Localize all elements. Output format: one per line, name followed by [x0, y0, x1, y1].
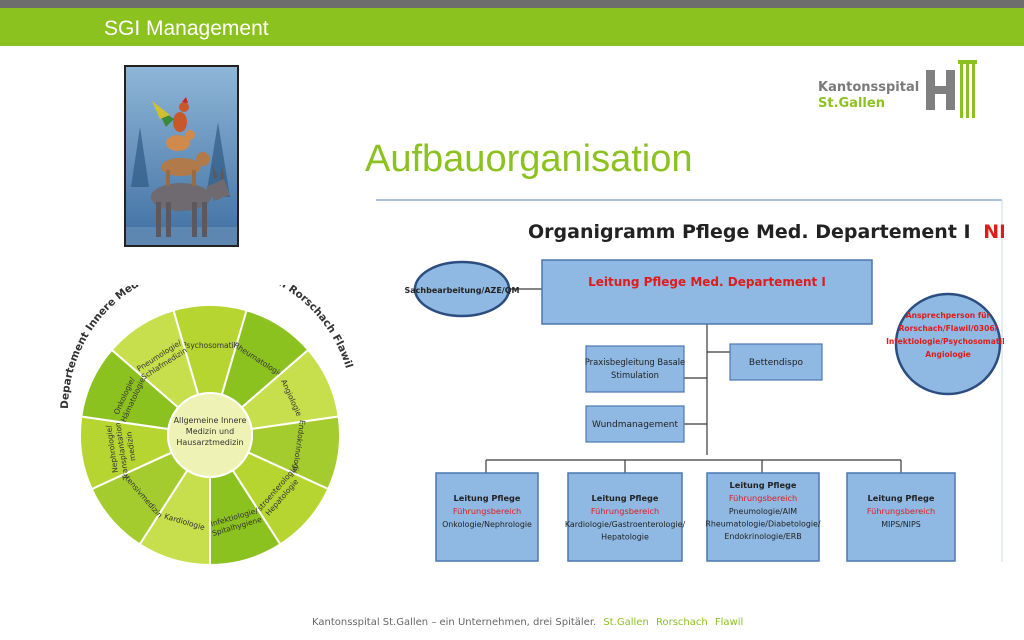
org-top-box: [541, 259, 873, 325]
logo-line-2: St.Gallen: [818, 96, 885, 111]
org-right-oval-label: Rorschach/Flawil/0306/: [899, 324, 998, 333]
org-leader-sub: Führungsbereich: [729, 493, 797, 503]
wheel-center: [167, 392, 253, 478]
org-betten-label: Bettendispo: [749, 358, 804, 368]
brand-logo-text: Kantonsspital St.Gallen: [818, 80, 919, 112]
org-leader-area: Kardiologie/Gastroenterologie/: [565, 520, 686, 529]
hospital-logo-icon: [922, 58, 982, 127]
top-gray-bar: [0, 0, 1024, 8]
org-leader-title: Leitung Pflege: [454, 493, 521, 503]
wheel-center-label: Hausarztmedizin: [176, 438, 243, 447]
org-top-label: Leitung Pflege Med. Departement I: [588, 275, 826, 289]
org-right-oval-label: Infektiologie/Psychosomatik/: [886, 337, 1004, 346]
svg-text:Organigramm Pflege Med. Depart: Organigramm Pflege Med. Departement I NE…: [528, 221, 1004, 243]
wheel-center-label: Medizin und: [186, 427, 234, 436]
org-wund-box: [585, 405, 685, 443]
org-leader-area: Pneumologie/AIM: [729, 507, 797, 516]
org-leader-area: MIPS/NIPS: [881, 520, 921, 529]
app-title: SGI Management: [104, 17, 269, 40]
footer-site-1: St.Gallen: [603, 617, 649, 628]
org-leader-box: [435, 472, 539, 562]
org-left-oval: [413, 260, 511, 318]
footer: Kantonsspital St.Gallen – ein Unternehme…: [312, 617, 743, 628]
org-leader-title: Leitung Pflege: [592, 493, 659, 503]
wheel-segment-label: medizin: [124, 431, 137, 462]
org-leader-box: [567, 472, 683, 562]
org-leader-sub: Führungsbereich: [453, 506, 521, 516]
org-leader-title: Leitung Pflege: [868, 493, 935, 503]
header-bar: [0, 8, 1024, 46]
org-leader-area: Rheumatologie/Diabetologie/: [705, 520, 820, 529]
org-leader-sub: Führungsbereich: [867, 506, 935, 516]
org-wund-label: Wundmanagement: [592, 420, 678, 430]
org-chart: Organigramm Pflege Med. Departement I NE…: [372, 198, 1004, 564]
org-praxis-label: Praxisbegleitung Basale: [585, 357, 685, 367]
footer-site-2: Rorschach: [655, 617, 708, 628]
org-leader-box: [706, 472, 820, 562]
org-praxis-box: [585, 345, 685, 393]
org-leader-area: Endokrinologie/ERB: [724, 532, 801, 541]
town-musicians-illustration: [124, 65, 239, 247]
org-left-oval-label: Sachbearbeitung/AZE/QM: [405, 286, 520, 295]
org-title-new: NEU: [983, 221, 1004, 243]
org-leader-sub: Führungsbereich: [591, 506, 659, 516]
wheel-segment-label: Psychosomatik: [182, 341, 239, 350]
footer-text: Kantonsspital St.Gallen – ein Unternehme…: [312, 617, 597, 628]
org-right-oval-label: Angiologie: [925, 350, 971, 359]
org-right-oval: [894, 292, 1002, 396]
org-title: Organigramm Pflege Med. Departement I: [528, 221, 971, 243]
footer-site-3: Flawil: [714, 617, 744, 628]
org-leader-area: Onkologie/Nephrologie: [442, 520, 532, 529]
wheel-center-label: Allgemeine Innere: [174, 416, 247, 425]
org-leader-area: Hepatologie: [601, 533, 649, 542]
page-heading: Aufbauorganisation: [365, 138, 693, 180]
org-right-oval-label: Ansprechperson für: [906, 311, 991, 320]
logo-line-1: Kantonsspital: [818, 80, 920, 95]
department-wheel: Departement Innere Medizin 3 Standorte S…: [60, 285, 355, 567]
org-leader-title: Leitung Pflege: [730, 480, 797, 490]
org-betten-box: [729, 343, 823, 381]
org-praxis-label: Stimulation: [611, 370, 659, 380]
org-leader-box: [846, 472, 956, 562]
